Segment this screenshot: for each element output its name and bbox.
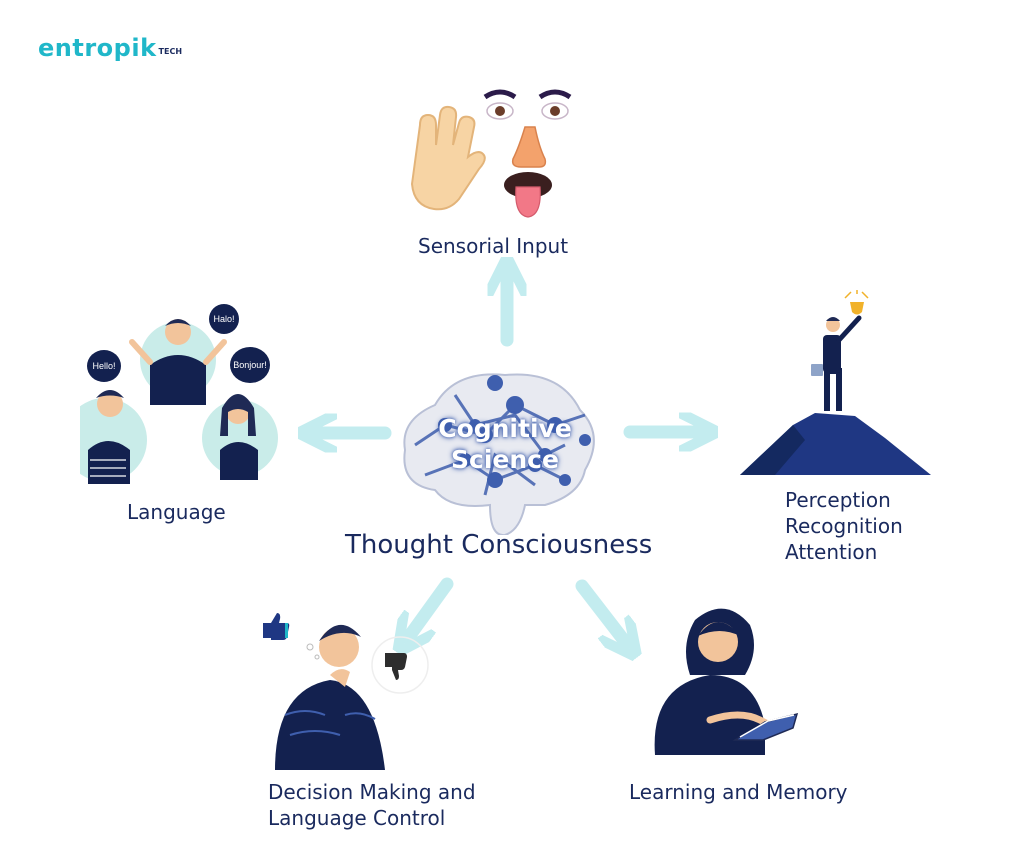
person-center bbox=[129, 319, 227, 405]
recognition-line: Recognition bbox=[785, 514, 903, 538]
thumbs-up-icon bbox=[263, 613, 290, 640]
logo-tagline: TECH bbox=[158, 47, 183, 56]
arrow-down-left bbox=[408, 577, 454, 638]
node-decision: Decision Making and Language Control bbox=[268, 779, 476, 831]
speech-bubble-hello: Hello! bbox=[87, 350, 121, 382]
language-illustration bbox=[80, 319, 278, 484]
thinking-person bbox=[275, 624, 385, 770]
node-language: Language bbox=[127, 500, 226, 524]
node-perception: Perception Recognition Attention bbox=[785, 487, 903, 565]
brain-title: Cognitive Science bbox=[420, 413, 590, 475]
sensorial-illustration bbox=[410, 89, 572, 218]
node-sensorial-input: Sensorial Input bbox=[418, 234, 569, 258]
brain-title-line2: Science bbox=[451, 445, 559, 474]
person-on-peak bbox=[811, 315, 862, 411]
speech-bubble-bonjour: Bonjour! bbox=[230, 347, 270, 383]
brain-outline bbox=[403, 373, 595, 535]
person-left bbox=[88, 390, 130, 484]
speech-halo-text: Halo! bbox=[213, 314, 235, 324]
node-learning: Learning and Memory bbox=[629, 780, 848, 804]
decision-line1: Decision Making and bbox=[268, 780, 476, 804]
thumbs-down-icon bbox=[385, 653, 407, 680]
decision-illustration bbox=[263, 613, 429, 770]
center-caption: Thought Consciousness bbox=[345, 530, 653, 560]
brain-illustration bbox=[403, 373, 595, 535]
speech-bonjour-text: Bonjour! bbox=[233, 360, 267, 370]
logo-wordmark: entropik bbox=[38, 34, 157, 62]
reading-person bbox=[654, 608, 784, 755]
speech-bubble-halo: Halo! bbox=[209, 304, 239, 334]
perception-line: Perception bbox=[785, 488, 891, 512]
learning-illustration bbox=[654, 608, 799, 755]
speech-hello-text: Hello! bbox=[92, 361, 116, 371]
eyes-icon bbox=[483, 89, 572, 120]
arrow-down-right bbox=[575, 579, 626, 643]
neuron-nodes bbox=[438, 375, 591, 488]
nose-icon bbox=[511, 126, 547, 168]
mouth-icon bbox=[504, 172, 552, 218]
person-right bbox=[220, 394, 258, 480]
book-icon bbox=[732, 712, 799, 741]
brain-title-line1: Cognitive bbox=[438, 414, 572, 443]
perception-illustration bbox=[740, 290, 931, 475]
thought-circle bbox=[371, 636, 429, 694]
decision-line2: Language Control bbox=[268, 806, 446, 830]
hand-icon bbox=[410, 105, 486, 211]
attention-line: Attention bbox=[785, 540, 878, 564]
trophy-icon bbox=[844, 290, 869, 315]
